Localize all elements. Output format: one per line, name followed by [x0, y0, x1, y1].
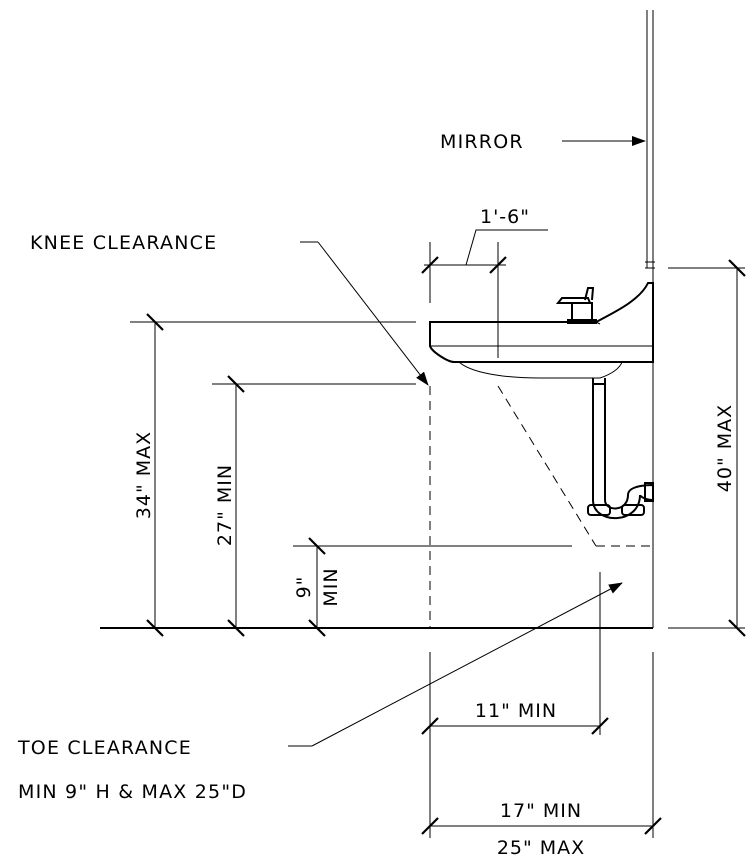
mirror-label: MIRROR [440, 131, 524, 153]
knee-depth-dimension: 17" MIN [500, 800, 582, 822]
clearance-envelope [429, 385, 653, 628]
toe-height-qualifier: MIN [320, 567, 342, 606]
leader-lines [288, 136, 646, 747]
toe-height-value: 9" [293, 576, 315, 599]
toe-clearance-spec-label: MIN 9" H & MAX 25"D [18, 781, 247, 803]
total-depth-dimension: 25" MAX [497, 837, 585, 859]
faucet [555, 287, 597, 324]
toe-clearance-label: TOE CLEARANCE [17, 737, 192, 759]
knee-height-dimension: 27" MIN [214, 464, 236, 546]
toe-depth-dimension: 11" MIN [475, 700, 557, 722]
lavatory-sink [429, 282, 654, 379]
knee-clearance-label: KNEE CLEARANCE [30, 232, 217, 254]
drain-trap [587, 378, 654, 520]
rim-height-dimension: 34" MAX [133, 431, 155, 519]
sink-depth-dimension: 1'-6" [480, 206, 530, 228]
mirror-height-dimension: 40" MAX [714, 404, 736, 492]
extension-lines [130, 242, 745, 838]
dimension-lines [146, 229, 746, 835]
